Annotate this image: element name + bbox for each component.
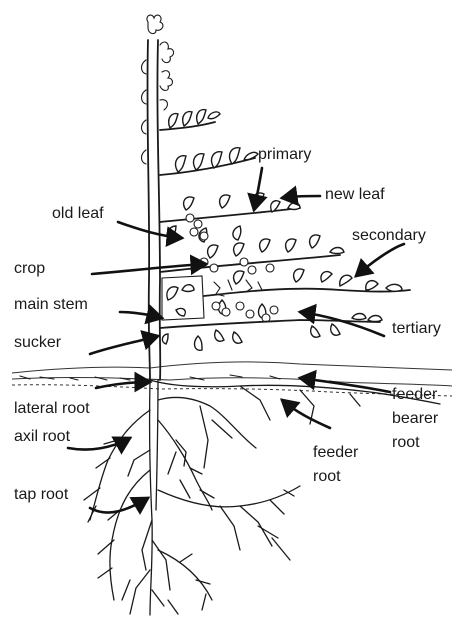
label-feeder-root-line1: feeder [313, 444, 358, 462]
label-tap-root: tap root [14, 486, 68, 504]
main-stem [142, 15, 174, 380]
label-crop: crop [14, 260, 45, 278]
arrow-main-stem [120, 312, 162, 318]
arrow-lateral-root [96, 382, 150, 388]
label-feeder-bearer-root-line1: feeder [392, 386, 437, 404]
arrow-feeder-root [282, 400, 330, 428]
label-primary: primary [258, 146, 311, 164]
label-secondary: secondary [352, 227, 426, 245]
label-main-stem: main stem [14, 296, 88, 314]
label-lateral-root: lateral root [14, 400, 90, 418]
arrow-secondary [356, 244, 404, 276]
label-sucker: sucker [14, 334, 61, 352]
arrow-sucker [90, 336, 158, 354]
label-feeder-root-line2: root [313, 468, 341, 486]
label-feeder-bearer-root-line3: root [392, 434, 420, 452]
label-axil-root: axil root [14, 428, 70, 446]
arrow-tap-root [90, 498, 148, 513]
label-old-leaf: old leaf [52, 205, 104, 223]
root-system [84, 380, 440, 615]
label-tertiary: tertiary [392, 320, 441, 338]
arrow-new-leaf [282, 196, 320, 198]
label-new-leaf: new leaf [325, 186, 385, 204]
label-feeder-bearer-root-line2: bearer [392, 410, 438, 428]
